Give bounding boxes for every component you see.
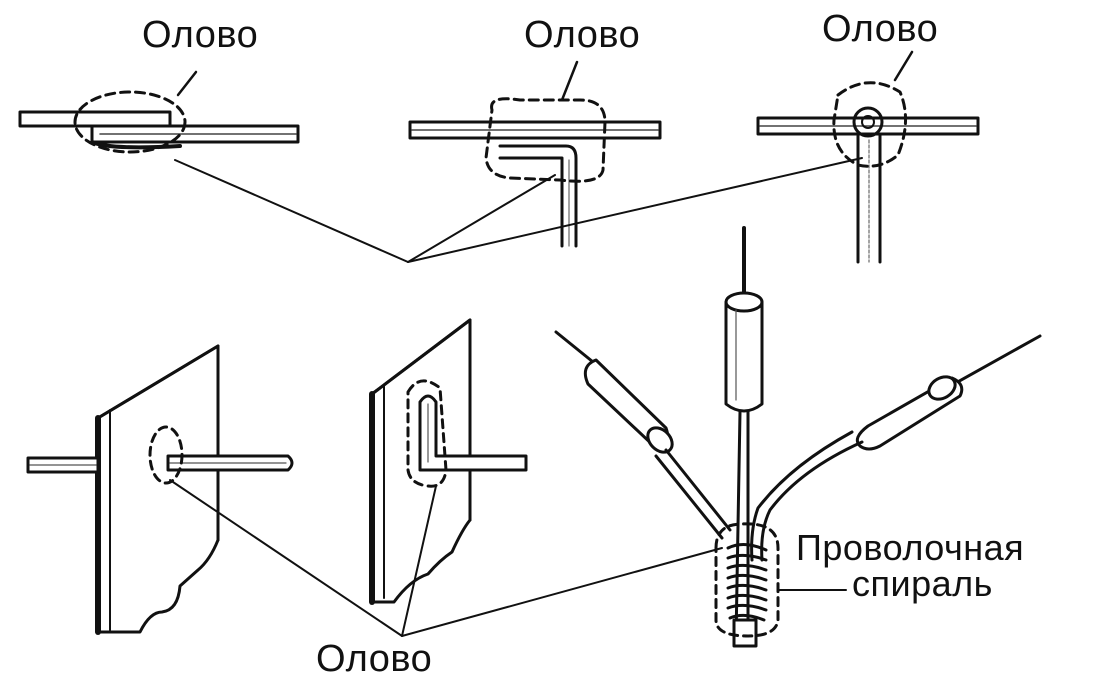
wire-spiral-label-line2: спираль xyxy=(852,563,993,604)
tin-label-top-left: Олово xyxy=(142,14,259,56)
wire-spiral xyxy=(726,543,768,648)
tin-zone xyxy=(714,522,780,638)
lap-joint xyxy=(18,70,300,154)
wire-spiral-label-line1: Проволочная xyxy=(796,527,1025,568)
pointer-lines-top xyxy=(174,157,863,263)
tin-zone xyxy=(73,90,187,154)
tin-label-bottom: Олово xyxy=(316,638,433,680)
tin-zone xyxy=(406,379,448,488)
through-board-joint xyxy=(26,344,294,635)
tin-label-top-right: Олово xyxy=(822,8,939,50)
tin-zone xyxy=(832,81,908,168)
resistor-bundle xyxy=(554,226,1042,648)
tin-zone xyxy=(484,97,607,183)
tin-zone xyxy=(148,425,184,485)
bent-on-board-joint xyxy=(369,318,528,605)
pointer-lines-bottom xyxy=(169,479,723,637)
hook-joint xyxy=(756,50,980,264)
tin-label-top-middle: Олово xyxy=(524,14,641,56)
bent-joint xyxy=(408,60,662,248)
